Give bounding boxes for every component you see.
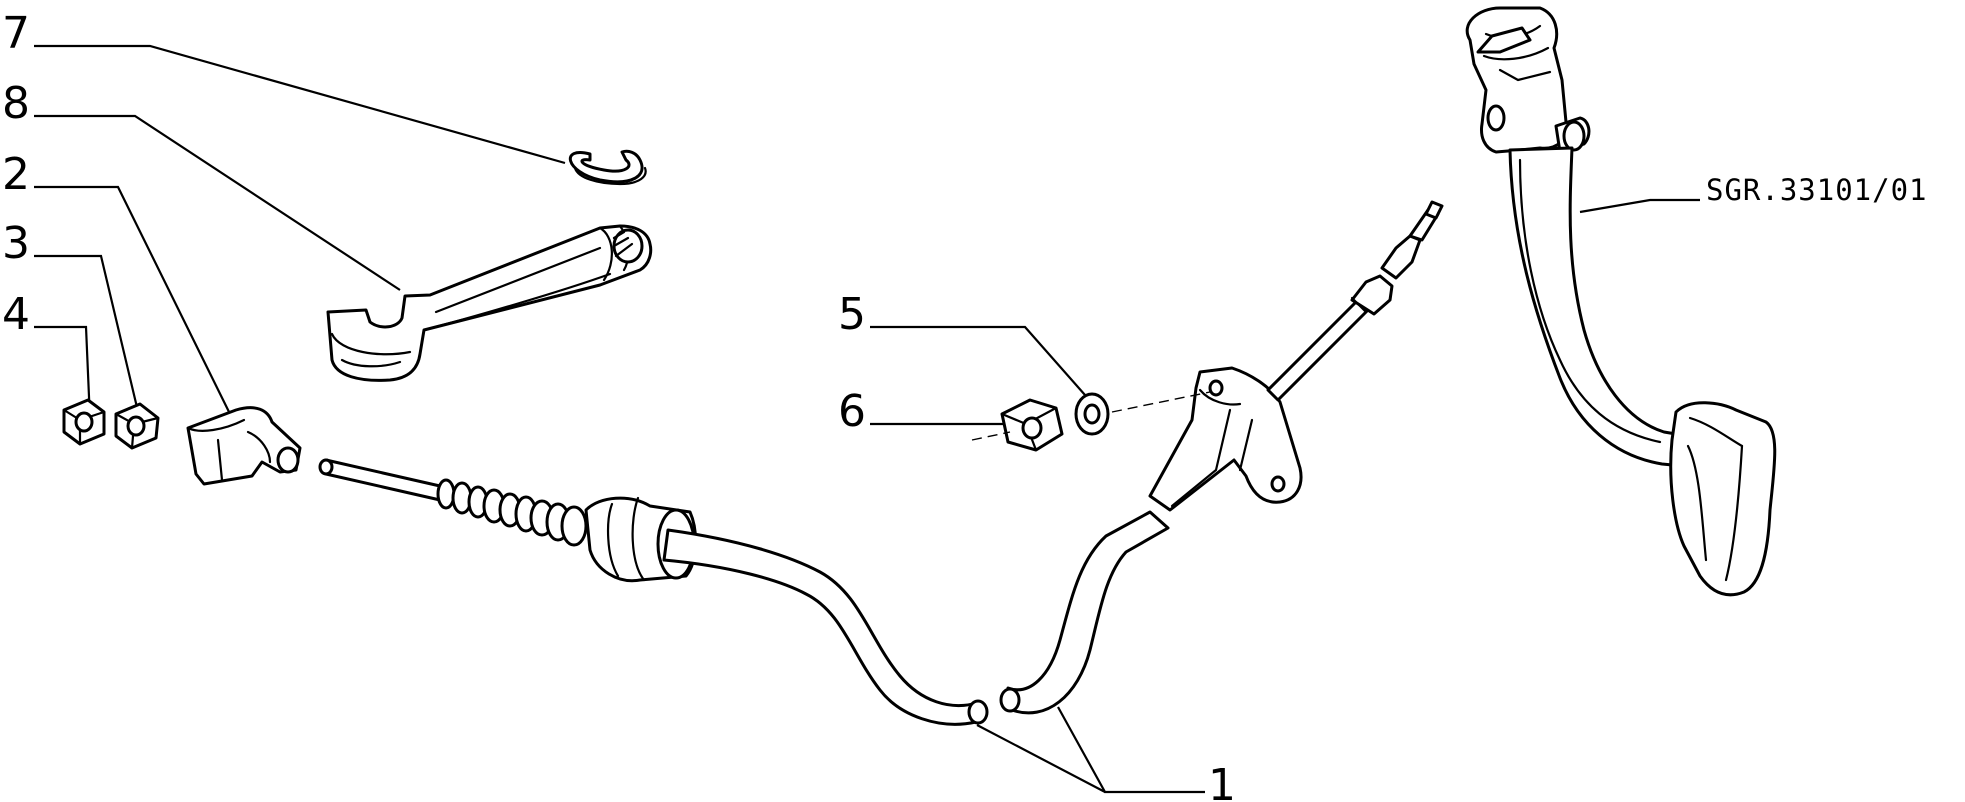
callout-1: 1 <box>1208 760 1236 802</box>
nut-part-6 <box>1000 398 1064 452</box>
clutch-pedal-part <box>1465 6 1777 597</box>
callout-4: 4 <box>2 289 30 340</box>
washer-part <box>1074 392 1110 436</box>
callout-3: 3 <box>2 218 30 269</box>
nut-part-3 <box>114 402 160 450</box>
leader-7 <box>34 44 566 165</box>
callout-labels: 7 8 2 3 4 5 6 1 SGR.33101/01 <box>2 8 1928 802</box>
leader-8 <box>34 114 401 291</box>
nut-part-4 <box>62 398 106 446</box>
clutch-cable-part <box>318 458 989 726</box>
cable-bellows <box>436 478 588 547</box>
release-fork-part <box>326 224 653 382</box>
reference-code: SGR.33101/01 <box>1706 173 1928 207</box>
clevis-part <box>186 406 302 486</box>
callout-6: 6 <box>838 386 866 437</box>
leader-2 <box>34 185 233 419</box>
leader-ref <box>1579 198 1700 214</box>
leader-lines <box>34 44 1700 794</box>
leader-4 <box>34 325 92 421</box>
callout-5: 5 <box>838 289 866 340</box>
callout-7: 7 <box>2 8 30 59</box>
mounting-axis <box>971 391 1211 441</box>
clutch-cable-right-part <box>999 200 1444 715</box>
callout-8: 8 <box>2 78 30 129</box>
leader-5 <box>870 325 1086 396</box>
leader-1b <box>976 724 1106 793</box>
leader-3 <box>34 254 142 421</box>
callout-2: 2 <box>2 149 30 200</box>
circlip-part <box>568 149 647 186</box>
